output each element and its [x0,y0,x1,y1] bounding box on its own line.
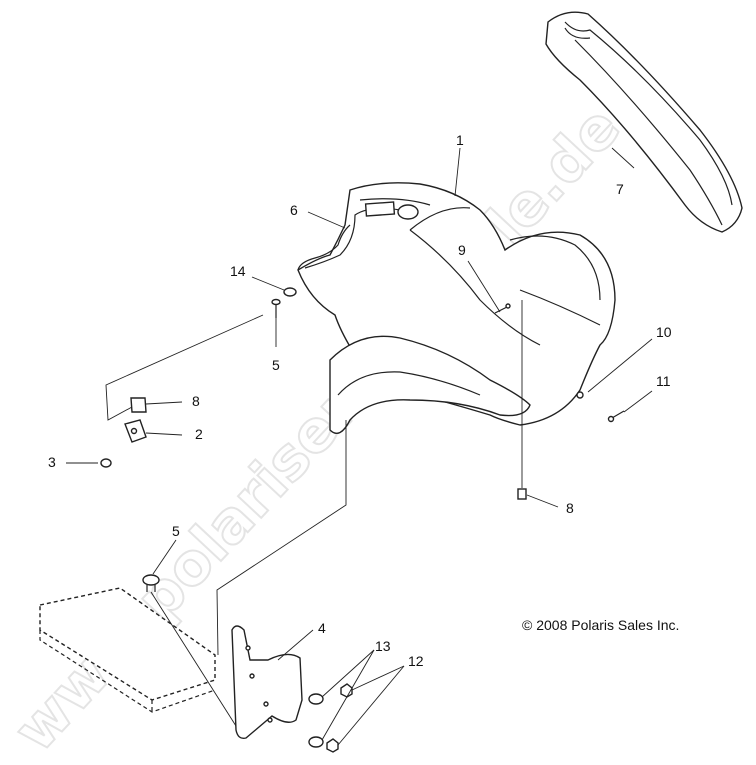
part-11-screw [607,410,625,423]
callout-14: 14 [230,263,246,279]
callout-2: 2 [195,426,203,442]
callout-5-top: 5 [272,357,280,373]
callout-13: 13 [375,638,391,654]
callout-4: 4 [318,620,326,636]
part-3-screw [100,458,112,468]
part-13-washers [308,693,324,748]
callout-12: 12 [408,653,424,669]
assembly-line-center [216,420,347,656]
part-1-front-fender [297,182,616,434]
callout-8-right: 8 [566,500,574,516]
part-5-screw-top [271,298,281,318]
part-7-fender-cover [545,11,743,233]
callout-9: 9 [458,242,466,258]
callout-11: 11 [656,373,671,389]
part-8-clip-right [517,488,527,500]
part-14-washer [283,287,297,297]
callout-8-left: 8 [192,393,200,409]
callout-5-lower: 5 [172,523,180,539]
part-5-stud-lower [142,574,237,727]
part-6-decal [297,224,351,271]
assembly-line-left [105,314,264,421]
part-4-mud-flap [231,625,303,740]
callout-1: 1 [456,132,464,148]
footrest [39,587,216,713]
callout-6: 6 [290,202,298,218]
copyright-notice: © 2008 Polaris Sales Inc. [522,617,680,633]
part-8-clip-left [130,397,147,413]
part-12-nuts [326,683,353,753]
callout-10: 10 [656,324,672,340]
part-2-bracket [124,419,147,443]
part-9-screw [494,303,511,314]
callout-3: 3 [48,454,56,470]
callout-leaders [66,147,653,746]
callout-7: 7 [616,181,624,197]
